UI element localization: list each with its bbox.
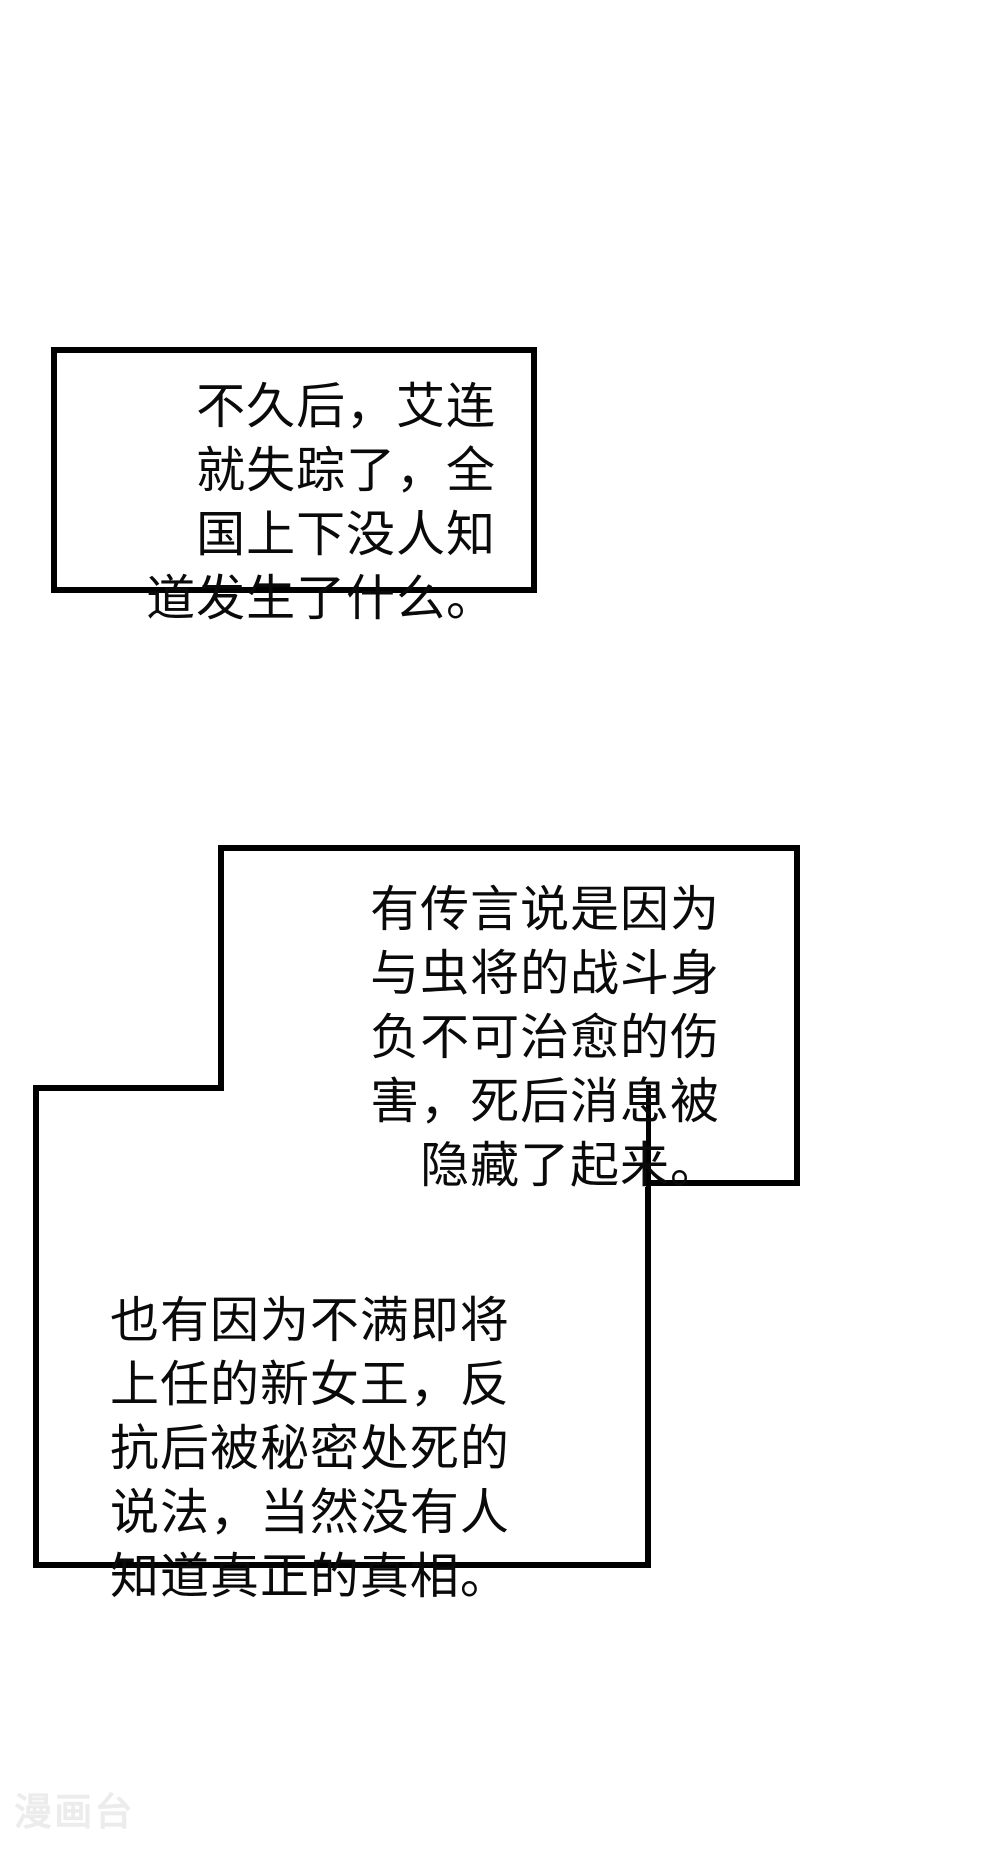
narration-panel-top <box>51 347 537 593</box>
narration-panel-middle-text: 有传言说是因为 与虫将的战斗身 负不可治愈的伤 害，死后消息被 隐藏了起来。 <box>370 883 720 1193</box>
narration-panel-top-text: 不久后，艾连 就失踪了，全 国上下没人知 道发生了什么。 <box>146 380 496 626</box>
site-watermark: 漫画台 <box>14 1792 135 1834</box>
narration-panel-bottom-text: 也有因为不满即将 上任的新女王，反 抗后被秘密处死的 说法，当然没有人 知道真正… <box>110 1294 510 1604</box>
panel-overlap-mask <box>224 1085 646 1187</box>
